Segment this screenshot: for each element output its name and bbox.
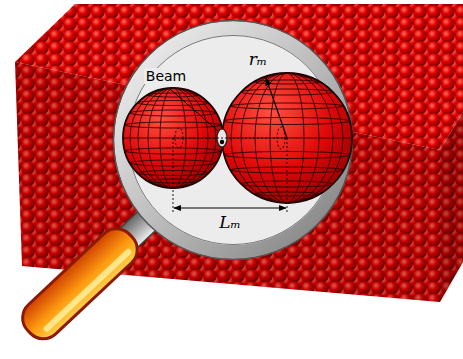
- extension-line: [287, 138, 288, 214]
- beam-leader: [170, 89, 218, 131]
- radius-line: [266, 78, 287, 138]
- rim-outline: [114, 21, 353, 260]
- dimension-line: [174, 207, 286, 208]
- box-end-shade: [440, 112, 463, 302]
- extension-line: [173, 138, 174, 214]
- handle-shine: [42, 248, 132, 333]
- radius-symbol: rₘ: [247, 50, 270, 70]
- part-label: Beam: [144, 68, 188, 84]
- handle-grip: [15, 221, 144, 346]
- center-line: [173, 138, 287, 139]
- dimension-label: Lₘ: [217, 213, 243, 233]
- box-end-face: [440, 112, 463, 302]
